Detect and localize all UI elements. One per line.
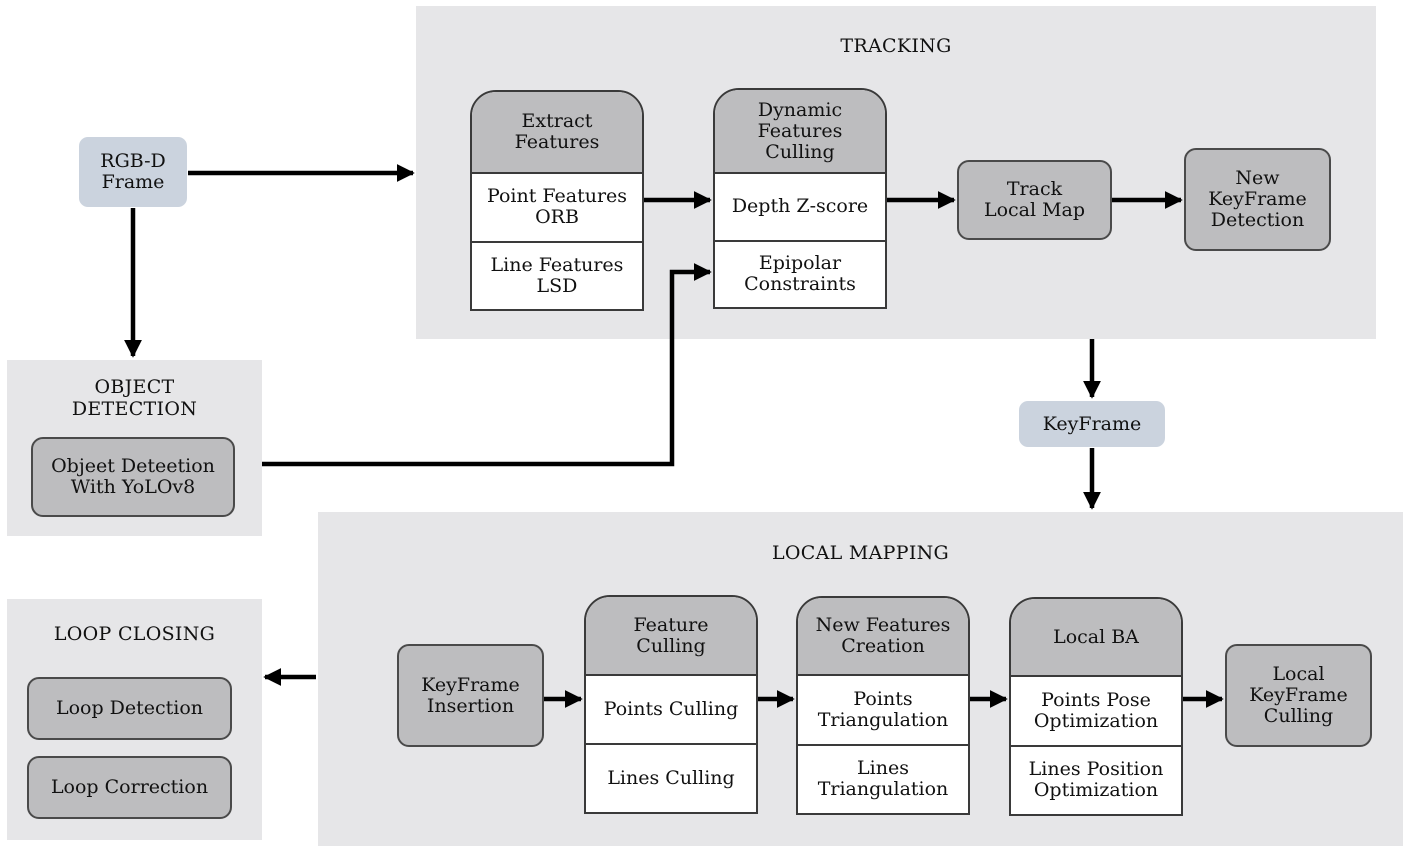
dynamic-features-culling-head: Dynamic Features Culling xyxy=(715,90,885,174)
keyframe-insertion-box: KeyFrame Insertion xyxy=(397,644,544,747)
local-keyframe-culling-box: Local KeyFrame Culling xyxy=(1225,644,1372,747)
tracking-title: TRACKING xyxy=(840,35,952,57)
keyframe-label: KeyFrame xyxy=(1042,412,1142,435)
line-features-cell: Line Features LSD xyxy=(472,240,642,310)
points-triangulation-cell: Points Triangulation xyxy=(817,687,949,731)
feature-culling-head: Feature Culling xyxy=(586,597,756,676)
new-features-creation-head: New Features Creation xyxy=(798,598,968,676)
point-features-cell: Point Features ORB xyxy=(486,185,628,229)
lines-triangulation-cell: Lines Triangulation xyxy=(798,743,968,814)
keyframe-node: KeyFrame xyxy=(1019,401,1165,447)
lines-culling-cell: Lines Culling xyxy=(586,743,756,812)
loop-correction-box: Loop Correction xyxy=(27,756,232,819)
rgbd-frame-node: RGB-D Frame xyxy=(79,137,187,207)
feature-culling-module: Feature Culling Points Culling Lines Cul… xyxy=(584,595,758,814)
dynamic-features-culling-module: Dynamic Features Culling Depth Z-score E… xyxy=(713,88,887,309)
object-detection-box-label: Objeet Deteetion With YoLOv8 xyxy=(51,455,215,498)
track-local-map-box: Track Local Map xyxy=(957,160,1112,240)
lines-position-optimization-cell: Lines Position Optimization xyxy=(1011,744,1181,815)
local-mapping-title: LOCAL MAPPING xyxy=(771,542,950,564)
new-features-creation-module: New Features Creation Points Triangulati… xyxy=(796,596,970,815)
local-ba-module: Local BA Points Pose Optimization Lines … xyxy=(1009,597,1183,816)
extract-features-head: Extract Features xyxy=(472,92,642,174)
depth-zscore-cell: Depth Z-score xyxy=(731,195,869,218)
points-culling-cell: Points Culling xyxy=(603,698,739,720)
loop-closing-title: LOOP CLOSING xyxy=(53,623,216,645)
object-detection-box: Objeet Deteetion With YoLOv8 xyxy=(31,437,235,517)
points-pose-optimization-cell: Points Pose Optimization xyxy=(1033,688,1159,732)
rgbd-frame-label: RGB-D Frame xyxy=(100,150,166,193)
arrow-object-detection-to-epipolar xyxy=(262,263,712,467)
extract-features-module: Extract Features Point Features ORB Line… xyxy=(470,90,644,311)
object-detection-title: OBJECT DETECTION xyxy=(71,376,198,420)
new-keyframe-detection-box: New KeyFrame Detection xyxy=(1184,148,1331,251)
epipolar-constraints-cell: Epipolar Constraints xyxy=(715,239,885,308)
local-ba-head: Local BA xyxy=(1011,599,1181,677)
loop-detection-box: Loop Detection xyxy=(27,677,232,740)
